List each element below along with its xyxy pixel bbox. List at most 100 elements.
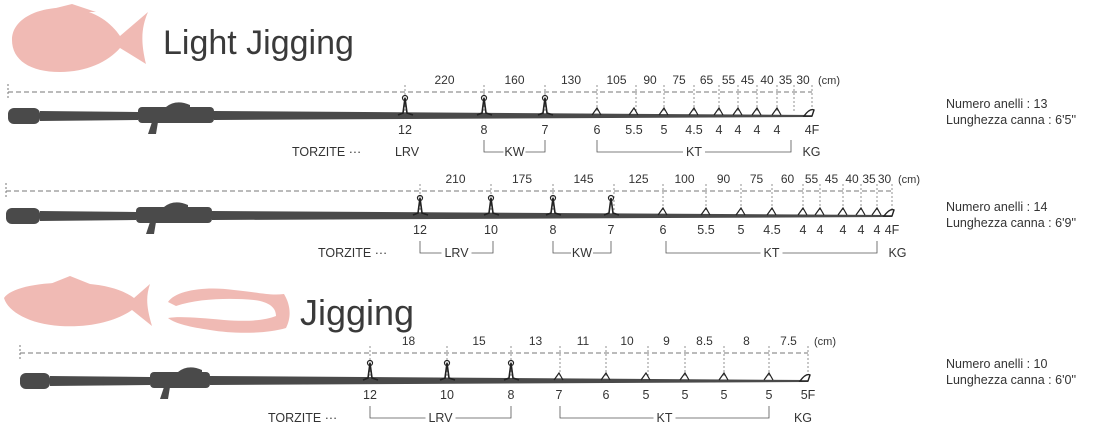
spacing-label: 18 <box>402 334 416 348</box>
spacing-label: 125 <box>628 172 648 186</box>
ring-size-label: 4 <box>774 123 781 137</box>
material-prefix: TORZITE ··· <box>292 145 361 159</box>
rod-butt-cap <box>6 208 40 224</box>
guide-ring <box>603 197 620 216</box>
unit-label: (cm) <box>818 75 840 87</box>
tip-guide <box>882 208 895 217</box>
spacing-label: 75 <box>750 172 764 186</box>
rod-rear-grip <box>40 111 138 121</box>
rod-butt-cap <box>20 373 50 389</box>
ring-size-label: 12 <box>363 388 377 402</box>
snapper-fish-icon <box>12 4 148 72</box>
ring-size-label: 4 <box>817 223 824 237</box>
ring-size-label: 4F <box>805 123 820 137</box>
group-bracket-right <box>593 241 612 254</box>
ring-size-label: 4.5 <box>763 223 780 237</box>
guide-group-label: KG <box>888 246 906 260</box>
spacing-label: 15 <box>472 334 486 348</box>
guide-group-label: KT <box>657 411 673 424</box>
rod-seat-hood <box>166 102 190 107</box>
rod-blank <box>214 111 812 120</box>
spacing-label: 10 <box>620 334 634 348</box>
rod-butt-cap <box>8 108 40 124</box>
spacing-label: 55 <box>805 172 819 186</box>
ring-size-label: 6 <box>603 388 610 402</box>
ring-size-label: 5 <box>721 388 728 402</box>
ring-size-label: 5 <box>738 223 745 237</box>
guide-ring <box>855 206 866 216</box>
guide-ring-eye <box>366 359 374 367</box>
guide-ring <box>600 371 611 381</box>
guide-ring <box>476 97 493 116</box>
guide-group-label: KT <box>686 145 702 159</box>
guide-ring <box>766 206 777 216</box>
ring-size-label: 6 <box>594 123 601 137</box>
ring-size-label: 5 <box>766 388 773 402</box>
ring-size-label: 4 <box>840 223 847 237</box>
spacing-label: 45 <box>741 73 755 87</box>
spacing-label: 9 <box>663 334 670 348</box>
group-bracket-right <box>675 406 770 419</box>
group-bracket-right <box>455 406 512 419</box>
guide-ring <box>503 362 520 381</box>
spacing-label: 11 <box>577 334 590 348</box>
spacing-label: 75 <box>672 73 686 87</box>
guide-ring <box>412 197 429 216</box>
guide-group-label: LRV <box>444 246 469 260</box>
rod-trigger <box>146 222 156 234</box>
guide-ring <box>537 97 554 116</box>
guide-group-label: LRV <box>395 145 420 159</box>
guide-ring <box>797 206 808 216</box>
rod-reel-seat <box>150 372 210 388</box>
ring-size-label: 4 <box>735 123 742 137</box>
guide-group-label: LRV <box>428 411 453 424</box>
ring-size-label: 5 <box>661 123 668 137</box>
rod-trigger <box>148 122 158 134</box>
ring-size-label: 4F <box>885 223 900 237</box>
unit-label: (cm) <box>814 336 836 348</box>
guide-ring-eye <box>607 194 615 202</box>
section-title-jigging: Jigging <box>300 292 415 333</box>
guide-ring <box>871 206 882 216</box>
spacing-label: 175 <box>512 172 532 186</box>
guide-ring-eye <box>443 359 451 367</box>
ring-size-label: 5 <box>643 388 650 402</box>
guide-ring <box>771 106 782 116</box>
ring-size-label: 4 <box>874 223 881 237</box>
guide-ring-eye <box>541 94 549 102</box>
ring-size-label: 5.5 <box>625 123 642 137</box>
ring-size-label: 6 <box>660 223 667 237</box>
unit-label: (cm) <box>898 174 920 186</box>
rod-2-length: Lunghezza canna : 6'9'' <box>946 216 1077 230</box>
spacing-label: 65 <box>700 73 714 87</box>
guide-ring <box>763 371 774 381</box>
rod-rear-grip <box>50 376 150 386</box>
guide-ring <box>591 106 602 116</box>
group-bracket-left <box>369 406 426 419</box>
guide-ring <box>483 197 500 216</box>
spacing-label: 100 <box>674 172 694 186</box>
ring-size-label: 4 <box>716 123 723 137</box>
guide-ring <box>718 371 729 381</box>
rod-seat-hood <box>178 367 202 372</box>
ring-size-label: 5F <box>801 388 816 402</box>
rod-2-info: Numero anelli : 14 Lunghezza canna : 6'9… <box>946 199 1076 231</box>
guide-group-label: KW <box>504 145 524 159</box>
guide-ring <box>658 106 669 116</box>
guide-ring-eye <box>487 194 495 202</box>
spacing-label: 45 <box>825 172 839 186</box>
guide-ring <box>362 362 379 381</box>
spacing-label: 130 <box>561 73 581 87</box>
group-bracket-right <box>705 140 792 153</box>
guide-group-label: KG <box>802 145 820 159</box>
ring-size-label: 12 <box>413 223 427 237</box>
rod-1-ring-count: Numero anelli : 13 <box>946 97 1048 111</box>
ring-size-label: 7 <box>608 223 615 237</box>
guide-ring <box>439 362 456 381</box>
ring-size-label: 5 <box>682 388 689 402</box>
ring-size-label: 4.5 <box>685 123 702 137</box>
